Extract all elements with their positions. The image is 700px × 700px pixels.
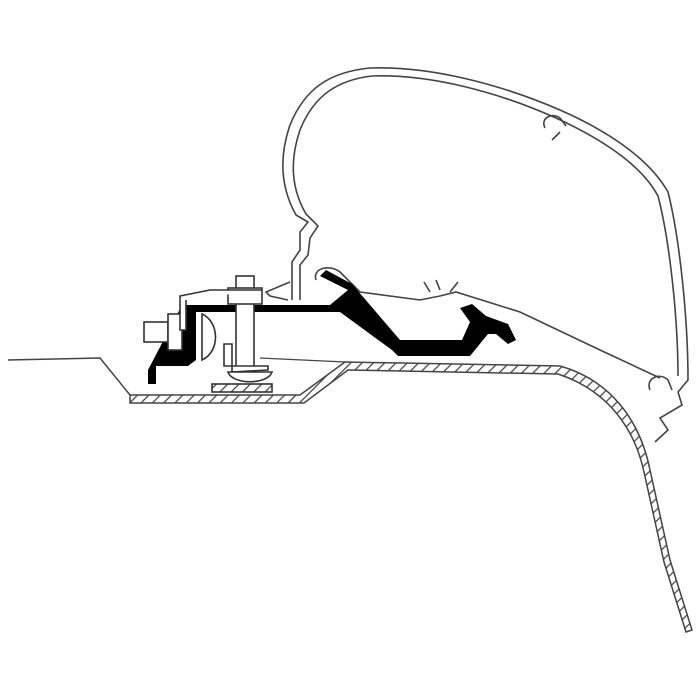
mounting-adapter bbox=[148, 270, 516, 384]
bolt-assembly bbox=[143, 275, 274, 393]
rail-line bbox=[259, 357, 346, 363]
awning-case bbox=[264, 67, 689, 443]
roof-panel bbox=[7, 357, 693, 633]
